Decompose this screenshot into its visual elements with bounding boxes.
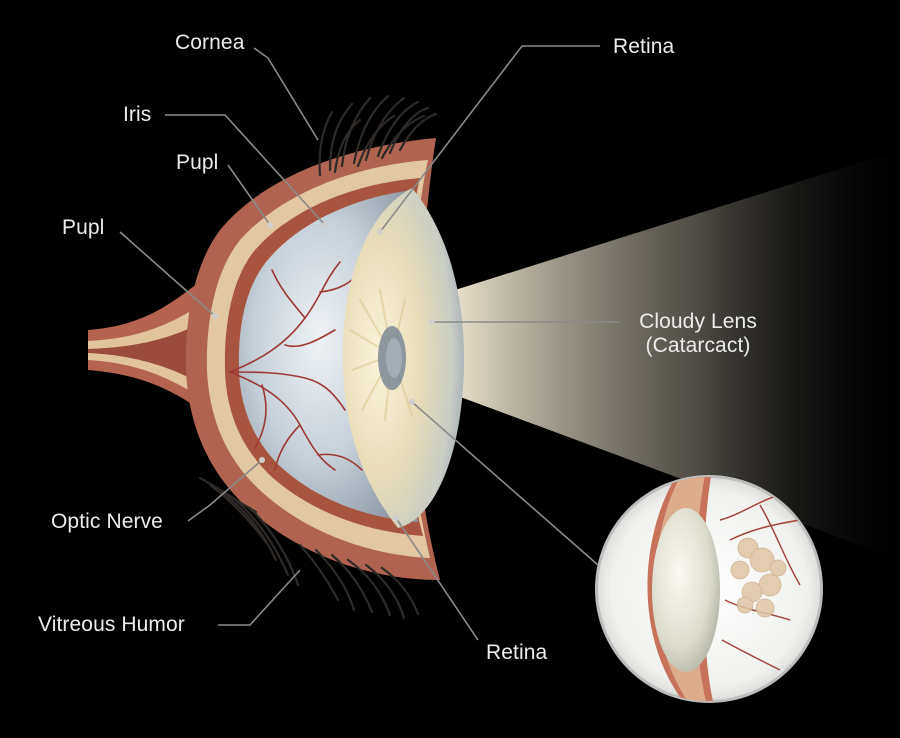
- label-retina-bottom: Retina: [486, 641, 548, 664]
- label-cloudy-lens: Cloudy Lens (Catarcact): [628, 310, 768, 358]
- label-cloudy-lens-line2: (Catarcact): [645, 334, 751, 357]
- label-retina-top: Retina: [613, 35, 675, 58]
- upper-eyelashes: [318, 94, 438, 177]
- magnified-lens-inset: [595, 475, 823, 703]
- label-cloudy-lens-line1: Cloudy Lens: [639, 310, 757, 333]
- leader-optic-nerve: [187, 459, 263, 522]
- label-iris: Iris: [123, 103, 152, 126]
- label-pupil-upper: Pupl: [176, 151, 219, 174]
- leader-cornea: [253, 47, 319, 141]
- retinal-blood-vessels: [229, 261, 363, 471]
- label-cornea: Cornea: [175, 31, 245, 54]
- leader-endpoints: [212, 222, 435, 521]
- leader-inset: [411, 401, 599, 566]
- label-vitreous-humor: Vitreous Humor: [38, 613, 185, 636]
- label-optic-nerve: Optic Nerve: [51, 510, 163, 533]
- leader-pupil-lower: [119, 231, 216, 317]
- leader-pupil-upper: [227, 164, 271, 226]
- leader-vitreous-humor: [218, 569, 301, 626]
- leader-retina-top: [379, 45, 600, 233]
- leader-retina-bottom: [395, 517, 479, 641]
- leader-iris: [165, 114, 326, 226]
- leader-lines: [119, 45, 620, 641]
- light-beam: [455, 150, 900, 560]
- label-pupil-lower: Pupl: [62, 216, 105, 239]
